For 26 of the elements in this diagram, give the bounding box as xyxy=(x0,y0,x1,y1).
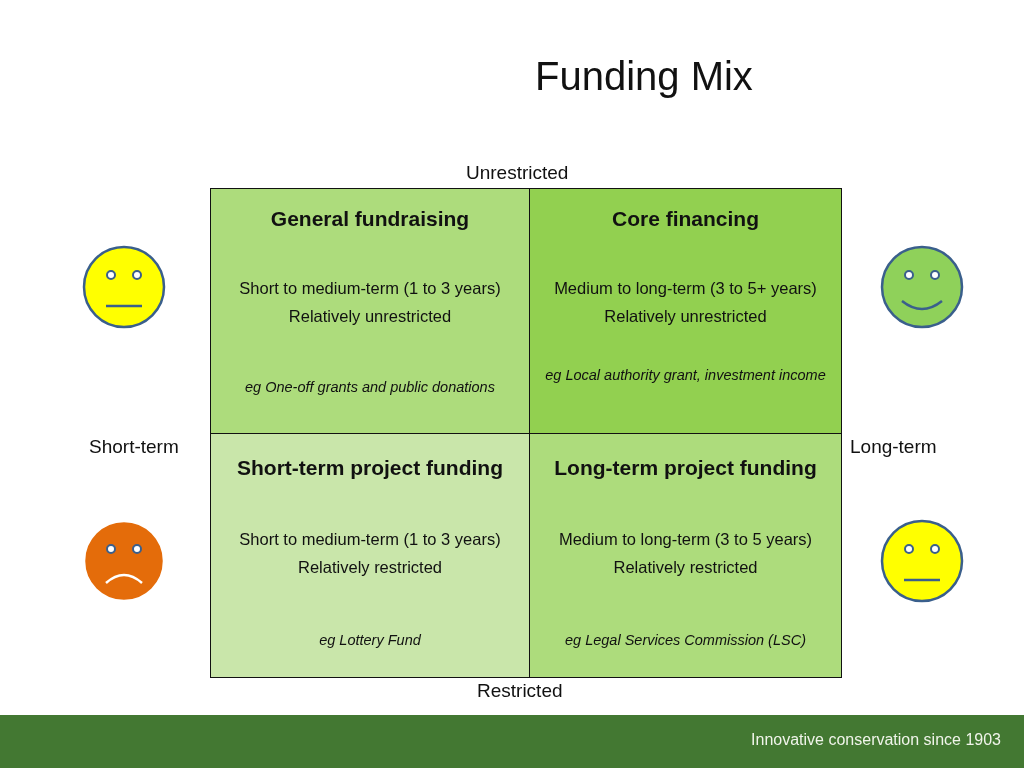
slide-title: Funding Mix xyxy=(535,54,753,99)
quadrant-heading: Long-term project funding xyxy=(553,456,818,480)
quadrant-box xyxy=(210,433,530,678)
axis-label: Long-term xyxy=(850,436,937,458)
quadrant-text: Medium to long-term (3 to 5 years) xyxy=(557,530,814,549)
quadrant-heading: Core financing xyxy=(611,207,760,231)
axis-label: Unrestricted xyxy=(466,162,569,184)
quadrant-heading: Short-term project funding xyxy=(236,456,504,480)
quadrant-box xyxy=(529,433,842,678)
quadrant-text: Medium to long-term (3 to 5+ years) xyxy=(553,279,818,298)
footer-tagline: Innovative conservation since 1903 xyxy=(751,731,1001,749)
example-note: eg Lottery Fund xyxy=(318,631,422,650)
example-note: eg Local authority grant, investment income xyxy=(544,366,827,385)
axis-label: Short-term xyxy=(89,436,179,458)
example-note: eg One-off grants and public donations xyxy=(244,378,496,397)
example-note: eg Legal Services Commission (LSC) xyxy=(564,631,807,650)
quadrant-text: Relatively unrestricted xyxy=(287,307,453,326)
axis-label: Restricted xyxy=(477,680,563,702)
quadrant-text: Short to medium-term (1 to 3 years) xyxy=(238,530,502,549)
quadrant-text: Short to medium-term (1 to 3 years) xyxy=(238,279,502,298)
quadrant-heading: General fundraising xyxy=(269,207,471,231)
quadrant-text: Relatively unrestricted xyxy=(603,307,768,326)
quadrant-box xyxy=(529,188,842,434)
quadrant-text: Relatively restricted xyxy=(297,558,443,577)
quadrant-box xyxy=(210,188,530,434)
quadrant-text: Relatively restricted xyxy=(612,558,759,577)
